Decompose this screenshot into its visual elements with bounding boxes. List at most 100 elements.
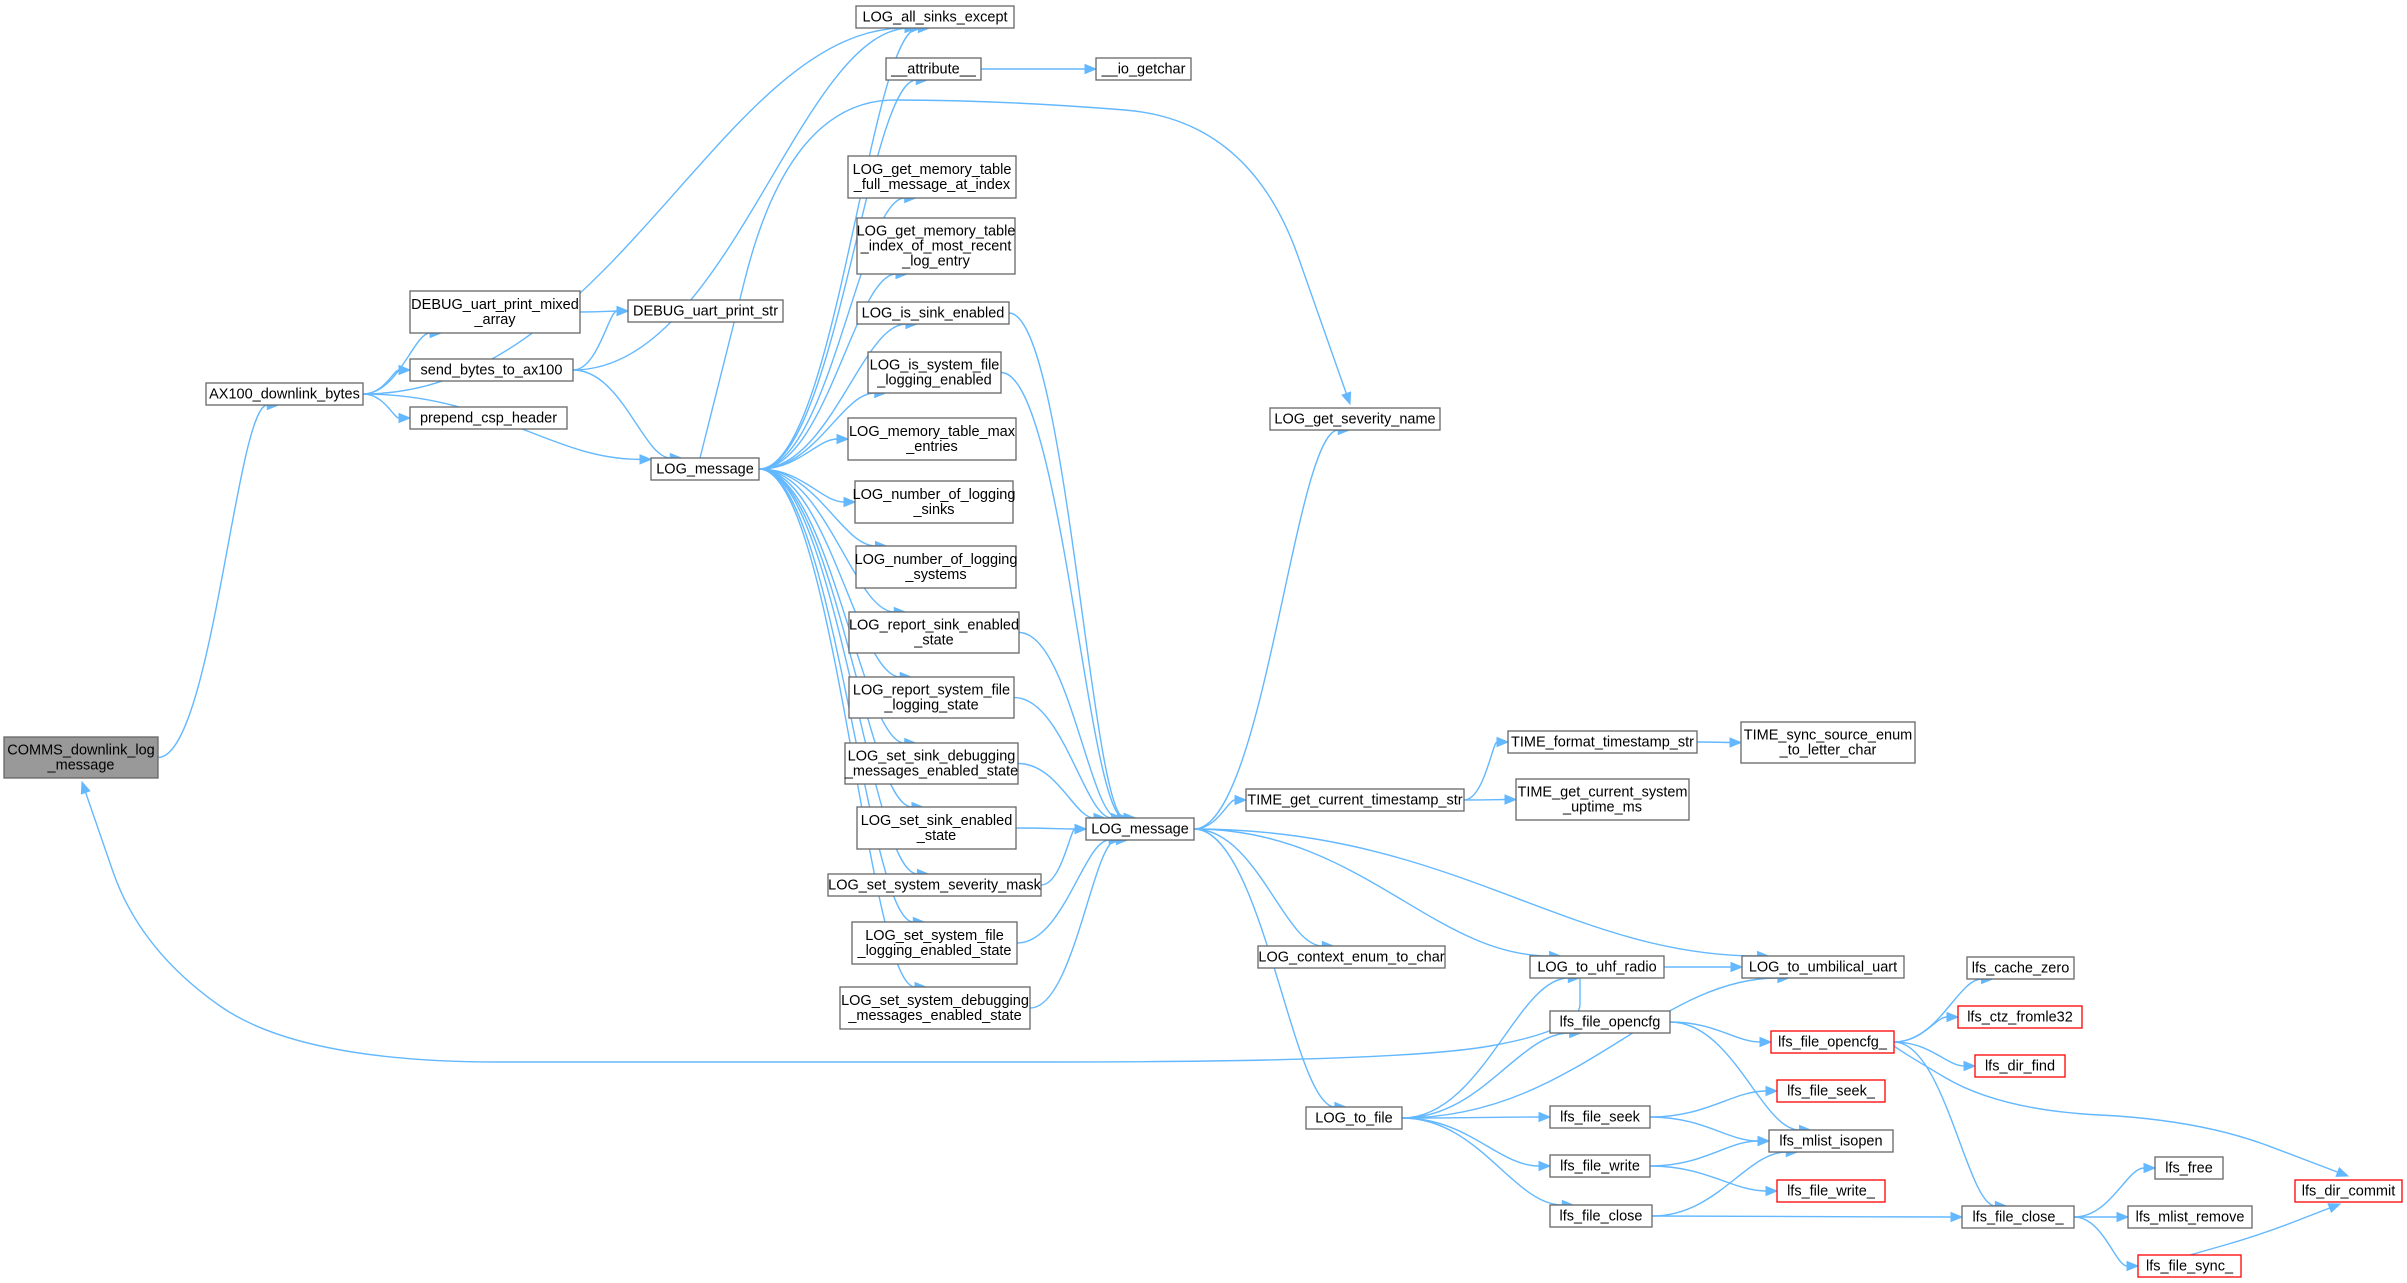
node-time_sync_source_enum_to_letter_char[interactable]: TIME_sync_source_enum_to_letter_char — [1740, 721, 1916, 764]
node-lfs_dir_find[interactable]: lfs_dir_find — [1974, 1054, 2066, 1078]
node-log_report_sink_enabled_state[interactable]: LOG_report_sink_enabled_state — [848, 611, 1020, 654]
node-box[interactable] — [650, 457, 760, 481]
node-lfs_mlist_remove[interactable]: lfs_mlist_remove — [2127, 1205, 2253, 1229]
node-box[interactable] — [2294, 1179, 2403, 1203]
node-log_get_severity_name[interactable]: LOG_get_severity_name — [1269, 407, 1441, 431]
node-box[interactable] — [1961, 1205, 2075, 1229]
node-debug_uart_print_mixed_array[interactable]: DEBUG_uart_print_mixed_array — [409, 290, 581, 334]
node-log_context_enum_to_char[interactable]: LOG_context_enum_to_char — [1257, 945, 1446, 969]
node-box[interactable] — [1768, 1129, 1894, 1153]
node-box[interactable] — [1741, 955, 1905, 979]
node-box[interactable] — [839, 986, 1031, 1030]
node-log_set_system_debugging_messages_enabled_state[interactable]: LOG_set_system_debugging_messages_enable… — [839, 986, 1031, 1030]
node-box[interactable] — [847, 417, 1017, 461]
node-box[interactable] — [1974, 1054, 2066, 1078]
node-box[interactable] — [1515, 778, 1690, 821]
node-box[interactable] — [1549, 1105, 1651, 1129]
node-log_is_sink_enabled[interactable]: LOG_is_sink_enabled — [856, 301, 1010, 325]
node-log_set_system_severity_mask[interactable]: LOG_set_system_severity_mask — [827, 873, 1042, 897]
node-lfs_file_write_[interactable]: lfs_file_write_ — [1776, 1179, 1886, 1203]
node-box[interactable] — [409, 290, 581, 334]
node-box[interactable] — [1957, 1005, 2083, 1029]
node-ax100_downlink_bytes[interactable]: AX100_downlink_bytes — [205, 382, 364, 406]
node-time_get_current_timestamp_str[interactable]: TIME_get_current_timestamp_str — [1245, 788, 1465, 812]
node-lfs_free[interactable]: lfs_free — [2154, 1156, 2224, 1180]
node-box[interactable] — [1529, 955, 1665, 979]
node-lfs_cache_zero[interactable]: lfs_cache_zero — [1966, 956, 2075, 980]
node-log_to_umbilical_uart[interactable]: LOG_to_umbilical_uart — [1741, 955, 1905, 979]
node-time_format_timestamp_str[interactable]: TIME_format_timestamp_str — [1507, 730, 1698, 754]
node-lfs_file_opencfg_[interactable]: lfs_file_opencfg_ — [1770, 1030, 1895, 1054]
node-box[interactable] — [885, 57, 982, 81]
node-io_getchar[interactable]: __io_getchar — [1095, 57, 1192, 81]
node-box[interactable] — [1269, 407, 1441, 431]
node-comms_downlink_log_message[interactable]: COMMS_downlink_log_message — [3, 736, 159, 779]
node-box[interactable] — [1549, 1204, 1653, 1228]
node-box[interactable] — [855, 545, 1017, 589]
node-log_number_of_logging_sinks[interactable]: LOG_number_of_logging_sinks — [853, 480, 1016, 524]
node-lfs_file_close[interactable]: lfs_file_close — [1549, 1204, 1653, 1228]
node-log_set_sink_debugging_messages_enabled_state[interactable]: LOG_set_sink_debugging_messages_enabled_… — [844, 742, 1019, 785]
node-box[interactable] — [1257, 945, 1446, 969]
node-log_all_sinks_except[interactable]: LOG_all_sinks_except — [855, 5, 1015, 29]
node-log_get_memory_table_index_of_most_recent_log_entry[interactable]: LOG_get_memory_table_index_of_most_recen… — [856, 217, 1016, 275]
node-box[interactable] — [2137, 1254, 2242, 1278]
node-log_to_uhf_radio[interactable]: LOG_to_uhf_radio — [1529, 955, 1665, 979]
node-log_is_system_file_logging_enabled[interactable]: LOG_is_system_file_logging_enabled — [867, 351, 1002, 394]
node-log_to_file[interactable]: LOG_to_file — [1305, 1106, 1403, 1130]
node-box[interactable] — [1549, 1154, 1651, 1178]
node-lfs_file_close_[interactable]: lfs_file_close_ — [1961, 1205, 2075, 1229]
node-box[interactable] — [847, 155, 1017, 199]
node-box[interactable] — [1966, 956, 2075, 980]
node-box[interactable] — [409, 406, 568, 430]
node-box[interactable] — [409, 358, 574, 382]
node-prepend_csp_header[interactable]: prepend_csp_header — [409, 406, 568, 430]
node-box[interactable] — [1085, 817, 1195, 841]
node-log_report_system_file_logging_state[interactable]: LOG_report_system_file_logging_state — [848, 676, 1015, 719]
node-log_number_of_logging_systems[interactable]: LOG_number_of_logging_systems — [855, 545, 1018, 589]
node-box[interactable] — [1245, 788, 1465, 812]
node-debug_uart_print_str[interactable]: DEBUG_uart_print_str — [627, 299, 784, 323]
node-lfs_file_seek[interactable]: lfs_file_seek — [1549, 1105, 1651, 1129]
node-lfs_ctz_fromle32[interactable]: lfs_ctz_fromle32 — [1957, 1005, 2083, 1029]
node-box[interactable] — [3, 736, 159, 779]
node-lfs_file_opencfg[interactable]: lfs_file_opencfg — [1549, 1010, 1671, 1034]
node-box[interactable] — [851, 921, 1018, 965]
node-box[interactable] — [1305, 1106, 1403, 1130]
node-box[interactable] — [1776, 1079, 1886, 1103]
node-log_message_1[interactable]: LOG_message — [650, 457, 760, 481]
node-box[interactable] — [848, 676, 1015, 719]
node-lfs_mlist_isopen[interactable]: lfs_mlist_isopen — [1768, 1129, 1894, 1153]
node-box[interactable] — [1776, 1179, 1886, 1203]
node-log_set_system_file_logging_enabled_state[interactable]: LOG_set_system_file_logging_enabled_stat… — [851, 921, 1018, 965]
node-box[interactable] — [856, 217, 1016, 275]
node-lfs_dir_commit[interactable]: lfs_dir_commit — [2294, 1179, 2403, 1203]
node-box[interactable] — [2154, 1156, 2224, 1180]
node-box[interactable] — [1095, 57, 1192, 81]
node-box[interactable] — [855, 5, 1015, 29]
node-box[interactable] — [827, 873, 1042, 897]
node-attribute[interactable]: __attribute__ — [885, 57, 982, 81]
node-log_get_memory_table_full_message_at_index[interactable]: LOG_get_memory_table_full_message_at_ind… — [847, 155, 1017, 199]
node-lfs_file_write[interactable]: lfs_file_write — [1549, 1154, 1651, 1178]
node-box[interactable] — [1770, 1030, 1895, 1054]
node-box[interactable] — [2127, 1205, 2253, 1229]
node-box[interactable] — [205, 382, 364, 406]
node-box[interactable] — [1740, 721, 1916, 764]
node-box[interactable] — [854, 480, 1014, 524]
node-log_memory_table_max_entries[interactable]: LOG_memory_table_max_entries — [847, 417, 1017, 461]
node-box[interactable] — [867, 351, 1002, 394]
node-send_bytes_to_ax100[interactable]: send_bytes_to_ax100 — [409, 358, 574, 382]
node-box[interactable] — [856, 301, 1010, 325]
node-log_message_2[interactable]: LOG_message — [1085, 817, 1195, 841]
node-box[interactable] — [856, 806, 1017, 850]
node-lfs_file_seek_[interactable]: lfs_file_seek_ — [1776, 1079, 1886, 1103]
node-box[interactable] — [1507, 730, 1698, 754]
node-time_get_current_system_uptime_ms[interactable]: TIME_get_current_system_uptime_ms — [1515, 778, 1690, 821]
node-box[interactable] — [1549, 1010, 1671, 1034]
node-log_set_sink_enabled_state[interactable]: LOG_set_sink_enabled_state — [856, 806, 1017, 850]
node-box[interactable] — [848, 611, 1020, 654]
node-lfs_file_sync_[interactable]: lfs_file_sync_ — [2137, 1254, 2242, 1278]
node-box[interactable] — [844, 742, 1019, 785]
node-box[interactable] — [627, 299, 784, 323]
